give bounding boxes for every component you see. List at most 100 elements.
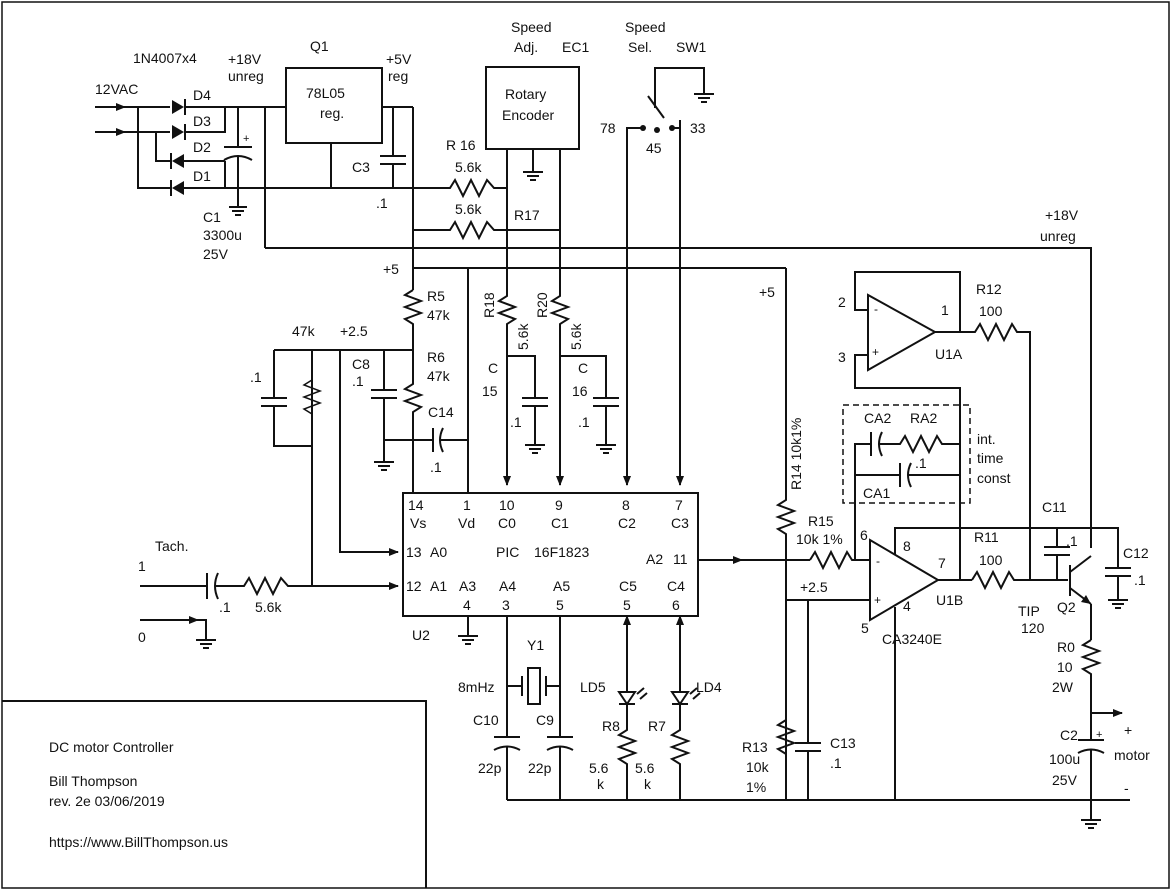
svg-text:R0: R0 [1057,639,1075,655]
diode-d1: D1 [170,168,211,196]
svg-text:Tach.: Tach. [155,538,188,554]
svg-text:5.6: 5.6 [635,760,655,776]
drawing-title: DC motor Controller [49,739,174,755]
svg-text:unreg: unreg [1040,228,1076,244]
svg-text:14: 14 [408,497,424,513]
tach-input: Tach. 1 0 .1 5.6k [138,538,390,649]
svg-text:.1: .1 [915,455,927,471]
svg-text:2: 2 [838,294,846,310]
svg-text:.1: .1 [578,414,590,430]
svg-text:22p: 22p [528,760,552,776]
svg-text:-: - [874,302,878,316]
author-url[interactable]: https://www.BillThompson.us [49,834,228,850]
svg-text:+5: +5 [759,284,775,300]
svg-text:+2.5: +2.5 [340,323,368,339]
svg-text:.1: .1 [1066,533,1078,549]
diode-d2: D2 [170,139,211,169]
svg-text:10k 1%: 10k 1% [796,531,843,547]
svg-text:7: 7 [675,497,683,513]
svg-text:R17: R17 [514,207,540,223]
capacitor-c3: C3 .1 [352,107,406,211]
rotary-encoder: Speed Adj. EC1 Rotary Encoder R 16 5.6k … [413,19,589,290]
svg-text:16: 16 [572,383,588,399]
author-name: Bill Thompson [49,773,137,789]
svg-text:5.6k: 5.6k [255,599,282,615]
svg-text:-: - [1124,780,1129,796]
regulator-q1: Q1 78L05 reg. [238,38,413,189]
svg-text:-: - [876,554,880,568]
svg-text:2W: 2W [1052,679,1074,695]
svg-text:C10: C10 [473,712,499,728]
svg-text:.1: .1 [510,414,522,430]
svg-text:LD4: LD4 [696,679,722,695]
svg-text:R7: R7 [648,718,666,734]
svg-text:Q2: Q2 [1057,599,1076,615]
svg-text:motor: motor [1114,747,1150,763]
supply-label: 12VAC [95,81,138,97]
svg-text:+18V: +18V [228,51,262,67]
svg-text:C0: C0 [498,515,516,531]
svg-text:100u: 100u [1049,751,1080,767]
svg-text:RA2: RA2 [910,410,937,426]
svg-text:5.6k: 5.6k [455,159,482,175]
crystal-y1: Y1 8mHz C10 22p C9 22p [458,616,574,800]
svg-text:U1A: U1A [935,346,963,362]
svg-text:47k: 47k [292,323,316,339]
svg-text:47k: 47k [427,307,451,323]
svg-text:A1: A1 [430,578,447,594]
svg-text:22p: 22p [478,760,502,776]
svg-text:Sel.: Sel. [628,39,652,55]
svg-text:+: + [1096,729,1102,741]
bias-network: R18 5.6k R20 5.6k C 15 .1 C 16 .1 R5 47k [250,267,786,586]
svg-text:Adj.: Adj. [514,39,538,55]
svg-text:8mHz: 8mHz [458,679,495,695]
svg-text:A4: A4 [499,578,516,594]
svg-text:C: C [578,360,588,376]
svg-text:9: 9 [555,497,563,513]
svg-text:C4: C4 [667,578,685,594]
svg-text:7: 7 [938,555,946,571]
svg-text:C2: C2 [618,515,636,531]
diode-d4: D4 [172,87,211,115]
svg-text:78L05: 78L05 [306,85,345,101]
svg-text:A2: A2 [646,551,663,567]
svg-text:R15: R15 [808,513,834,529]
svg-text:time: time [977,450,1004,466]
svg-text:C12: C12 [1123,545,1149,561]
svg-text:k: k [597,776,605,792]
svg-text:+: + [1124,722,1132,738]
svg-text:+: + [872,345,879,359]
svg-text:0: 0 [138,629,146,645]
svg-text:8: 8 [903,538,911,554]
svg-text:R18: R18 [481,292,497,318]
svg-text:1: 1 [463,497,471,513]
svg-text:C3: C3 [352,159,370,175]
svg-text:78: 78 [600,120,616,136]
svg-text:Speed: Speed [511,19,551,35]
svg-text:C5: C5 [619,578,637,594]
svg-text:6: 6 [860,527,868,543]
svg-text:25V: 25V [1052,772,1078,788]
svg-text:R14 10k1%: R14 10k1% [788,418,804,490]
svg-text:8: 8 [622,497,630,513]
svg-text:R8: R8 [602,718,620,734]
svg-text:Encoder: Encoder [502,107,554,123]
svg-text:R6: R6 [427,349,445,365]
svg-text:reg.: reg. [320,105,344,121]
svg-text:R13: R13 [742,739,768,755]
svg-text:reg: reg [388,68,408,84]
svg-text:C14: C14 [428,404,454,420]
svg-text:C11: C11 [1042,499,1067,515]
svg-text:C13: C13 [830,735,856,751]
svg-text:D1: D1 [193,168,211,184]
svg-text:5: 5 [556,597,564,613]
svg-text:4: 4 [463,597,471,613]
svg-text:33: 33 [690,120,706,136]
svg-text:PIC: PIC [496,544,519,560]
svg-text:25V: 25V [203,246,229,262]
svg-text:R11: R11 [974,529,999,545]
svg-text:+5V: +5V [386,51,412,67]
diode-d3: D3 [172,113,211,140]
svg-text:U2: U2 [412,627,430,643]
